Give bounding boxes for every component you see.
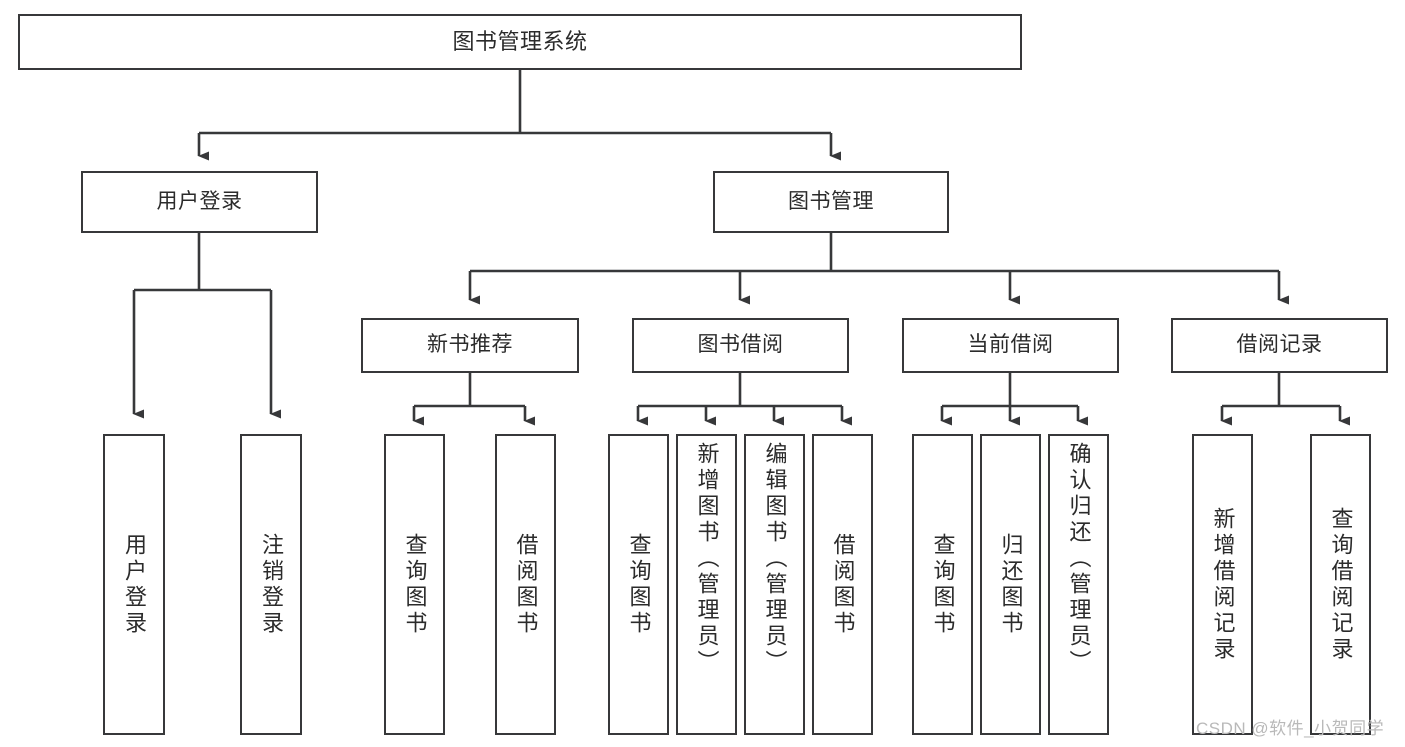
leaf-new-book-query-books[interactable]: 查询图书 <box>384 434 445 735</box>
leaf-current-borrow-return-books[interactable]: 归还图书 <box>980 434 1041 735</box>
leaf-new-book-borrow-books[interactable]: 借阅图书 <box>495 434 556 735</box>
leaf-user-login-logout[interactable]: 注销登录 <box>240 434 302 735</box>
node-label: 查询借阅记录 <box>1328 506 1354 663</box>
node-label: 当前借阅 <box>967 333 1054 357</box>
node-new-book-recommend[interactable]: 新书推荐 <box>361 318 579 373</box>
leaf-borrow-record-query-record[interactable]: 查询借阅记录 <box>1310 434 1371 735</box>
node-label: 用户登录 <box>156 189 243 213</box>
leaf-user-login-login[interactable]: 用户登录 <box>103 434 165 735</box>
leaf-book-borrow-edit-book-admin[interactable]: 编辑图书（管理员） <box>744 434 805 735</box>
leaf-borrow-record-add-record[interactable]: 新增借阅记录 <box>1192 434 1253 735</box>
node-label: 借阅记录 <box>1236 333 1323 357</box>
node-label: 归还图书 <box>998 532 1024 637</box>
node-label: 注销登录 <box>259 532 284 637</box>
node-label: 确认归还（管理员） <box>1066 442 1092 676</box>
node-label: 用户登录 <box>122 532 147 637</box>
node-current-borrow[interactable]: 当前借阅 <box>902 318 1119 373</box>
node-user-login[interactable]: 用户登录 <box>81 171 318 233</box>
node-book-borrow[interactable]: 图书借阅 <box>632 318 849 373</box>
leaf-current-borrow-confirm-return-admin[interactable]: 确认归还（管理员） <box>1048 434 1109 735</box>
node-borrow-record[interactable]: 借阅记录 <box>1171 318 1388 373</box>
node-root-system[interactable]: 图书管理系统 <box>18 14 1022 70</box>
node-label: 查询图书 <box>930 532 956 637</box>
node-label: 借阅图书 <box>830 532 856 637</box>
node-label: 图书借阅 <box>697 333 784 357</box>
node-label: 新增图书（管理员） <box>694 442 720 676</box>
leaf-current-borrow-query-books[interactable]: 查询图书 <box>912 434 973 735</box>
node-book-management[interactable]: 图书管理 <box>713 171 949 233</box>
leaf-book-borrow-query-books[interactable]: 查询图书 <box>608 434 669 735</box>
node-label: 新书推荐 <box>427 333 513 357</box>
leaf-book-borrow-borrow-books[interactable]: 借阅图书 <box>812 434 873 735</box>
node-label: 新增借阅记录 <box>1210 506 1236 663</box>
node-label: 借阅图书 <box>513 532 539 637</box>
node-label: 编辑图书（管理员） <box>762 442 788 676</box>
leaf-book-borrow-add-book-admin[interactable]: 新增图书（管理员） <box>676 434 737 735</box>
node-label: 查询图书 <box>402 532 428 637</box>
node-label: 图书管理 <box>788 189 874 213</box>
csdn-watermark: CSDN @软件_小贺同学 <box>1196 719 1385 738</box>
node-label: 图书管理系统 <box>452 29 588 55</box>
node-label: 查询图书 <box>626 532 652 637</box>
